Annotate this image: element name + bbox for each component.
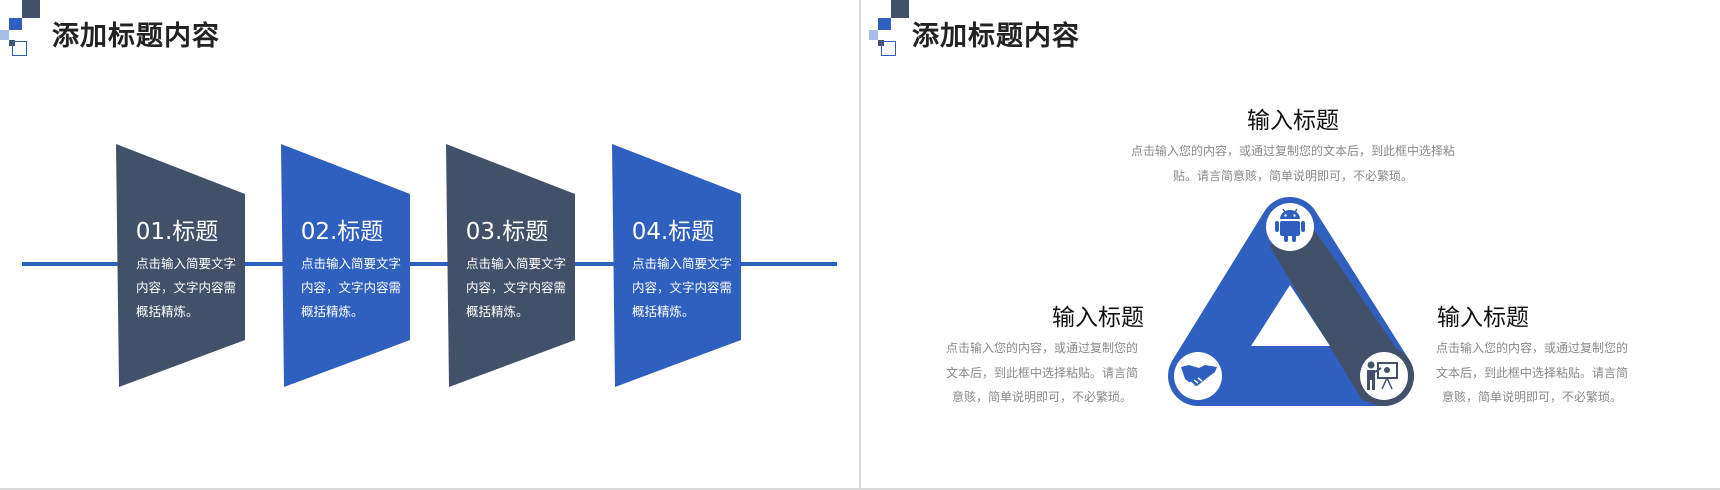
inner-triangle bbox=[1251, 285, 1330, 346]
left-block-text: 点击输入您的内容，或通过复制您的文本后，到此框中选择粘贴。请言简意赅，简单说明即… bbox=[945, 341, 1138, 404]
step-text-3: 点击输入简要文字内容，文字内容需概括精炼。 bbox=[466, 256, 567, 319]
triangle-cycle-graphic bbox=[1168, 197, 1414, 406]
right-block-text: 点击输入您的内容，或通过复制您的文本后，到此框中选择粘贴。请言简意赅，简单说明即… bbox=[1435, 341, 1628, 404]
step-text-4: 点击输入简要文字内容，文字内容需概括精炼。 bbox=[632, 256, 733, 319]
right-block-title: 输入标题 bbox=[1437, 305, 1529, 331]
timeline-graphic bbox=[22, 144, 837, 387]
slide-divider bbox=[859, 0, 861, 490]
handshake-icon bbox=[1181, 365, 1217, 386]
top-block-title: 输入标题 bbox=[1247, 108, 1339, 134]
step-shape-4 bbox=[612, 144, 741, 387]
step-title-1: 01.标题 bbox=[135, 219, 219, 245]
logo-squares-icon bbox=[0, 0, 50, 60]
presenter-icon bbox=[1367, 361, 1398, 390]
timeline-line bbox=[22, 262, 837, 266]
step-shape-3 bbox=[446, 144, 575, 387]
slide-process-steps[interactable]: 添加标题内容 01.标题 点击输入简要文字内容，文字内容需概括精炼。 02.标题… bbox=[0, 0, 859, 488]
logo-squares-icon bbox=[869, 0, 919, 60]
left-block-title: 输入标题 bbox=[1052, 305, 1144, 331]
step-title-3: 03.标题 bbox=[465, 219, 549, 245]
slide-title: 添加标题内容 bbox=[912, 21, 1080, 52]
slide-triangle[interactable]: 添加标题内容 bbox=[861, 0, 1720, 488]
step-shape-1 bbox=[116, 144, 245, 387]
step-title-2: 02.标题 bbox=[300, 219, 384, 245]
slide-title: 添加标题内容 bbox=[52, 21, 220, 52]
top-block-text: 点击输入您的内容，或通过复制您的文本后，到此框中选择粘贴。请言简意赅，简单说明即… bbox=[1130, 144, 1455, 183]
bottom-divider bbox=[0, 488, 1720, 490]
step-shape-2 bbox=[281, 144, 410, 387]
step-title-4: 04.标题 bbox=[631, 219, 715, 245]
android-icon bbox=[1275, 208, 1305, 242]
step-text-1: 点击输入简要文字内容，文字内容需概括精炼。 bbox=[136, 256, 237, 319]
step-text-2: 点击输入简要文字内容，文字内容需概括精炼。 bbox=[301, 256, 402, 319]
